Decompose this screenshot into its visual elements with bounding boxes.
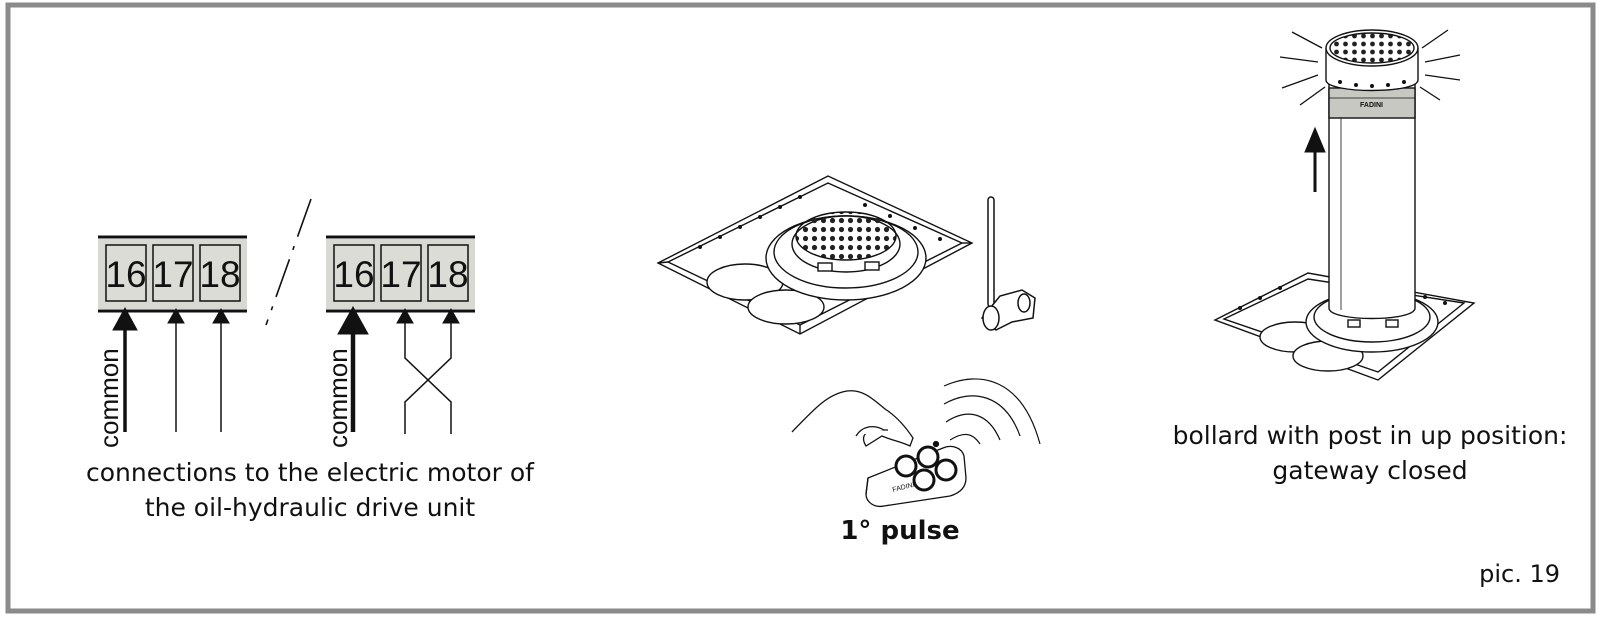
reflective-band <box>1328 87 1416 119</box>
terminal-16-box <box>105 244 147 302</box>
wires-crossed <box>337 305 460 434</box>
wires-straight <box>112 306 230 432</box>
up-arrow-icon <box>1304 126 1326 192</box>
bollard-lowered <box>656 175 974 335</box>
wiring-caption-line1: connections to the electric motor of <box>86 458 534 487</box>
bollard-caption-line1: bollard with post in up position: <box>1172 421 1568 450</box>
terminal-17-box-alt <box>380 244 422 302</box>
terminal-16-box-alt <box>333 244 375 302</box>
antenna-icon <box>980 196 1036 331</box>
terminal-17-box <box>152 244 194 302</box>
bollard-brand: FADINI <box>1360 102 1383 109</box>
pulse-caption: 1° pulse <box>840 516 960 546</box>
remote-button-4 <box>934 458 958 482</box>
bollard-caption: bollard with post in up position: gatewa… <box>1150 418 1590 488</box>
separator-dashdot <box>265 198 312 326</box>
wiring-caption: connections to the electric motor of the… <box>60 455 560 525</box>
terminal-18-box <box>199 244 241 302</box>
radio-waves-icon <box>943 378 1041 445</box>
terminal-block-right: 16 17 18 <box>326 235 475 313</box>
terminal-17-label-alt: 17 <box>380 254 421 295</box>
figure-number: pic. 19 <box>1479 560 1560 588</box>
figure-border <box>5 2 1596 614</box>
remote-button-2 <box>916 445 940 469</box>
flashing-light-rays <box>1279 29 1461 106</box>
bollard-caption-line2: gateway closed <box>1272 456 1468 485</box>
bollard-raised: FADINI <box>1213 29 1476 381</box>
terminal-18-label: 18 <box>199 254 240 295</box>
wiring-caption-line2: the oil-hydraulic drive unit <box>144 493 476 522</box>
grill-top-raised <box>1329 32 1415 64</box>
terminal-block-left: 16 17 18 <box>98 235 247 313</box>
common-label-right: common <box>323 348 353 448</box>
terminal-16-label-alt: 16 <box>333 254 374 295</box>
terminal-17-label: 17 <box>152 254 193 295</box>
remote-button-1 <box>894 454 918 478</box>
grill-top-lowered <box>795 211 897 261</box>
terminal-18-label-alt: 18 <box>427 254 468 295</box>
hand-remote-icon: FADINI <box>791 390 967 508</box>
terminal-18-box-alt <box>427 244 469 302</box>
common-label-left: common <box>94 348 124 448</box>
remote-button-3 <box>912 468 936 492</box>
terminal-16-label: 16 <box>105 254 146 295</box>
